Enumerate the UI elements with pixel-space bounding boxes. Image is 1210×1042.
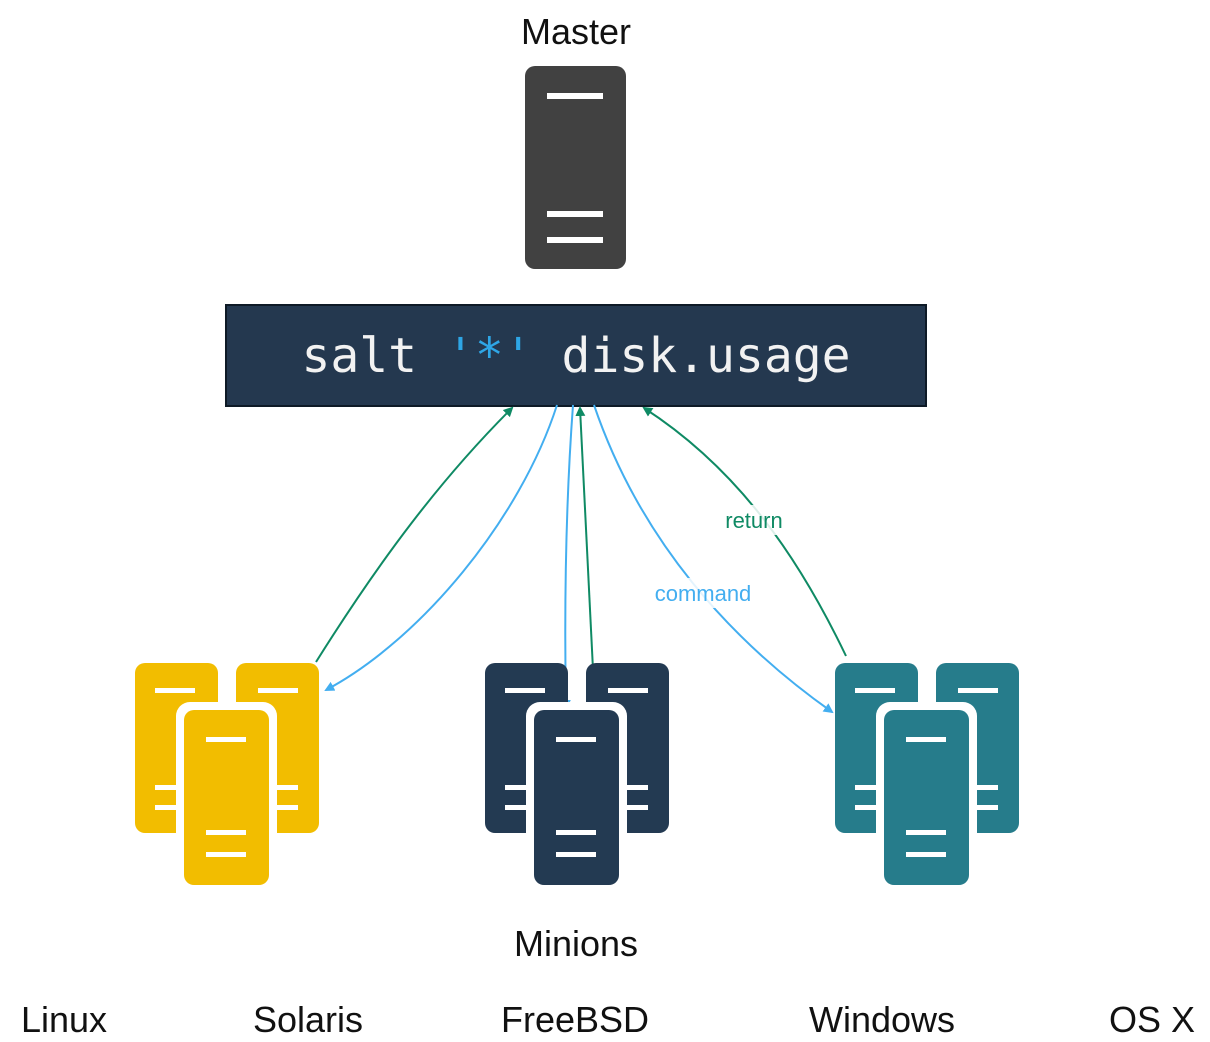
server-front bbox=[876, 702, 977, 888]
platform-freebsd: FreeBSD bbox=[501, 999, 649, 1040]
command-part-salt: salt bbox=[301, 328, 446, 384]
command-arrows bbox=[324, 404, 834, 714]
return-arrow-left bbox=[315, 406, 514, 663]
command-text: salt '*' disk.usage bbox=[301, 328, 850, 384]
platform-osx: OS X bbox=[1109, 999, 1195, 1040]
platform-windows: Windows bbox=[809, 999, 955, 1040]
command-box: salt '*' disk.usage bbox=[225, 304, 927, 407]
platform-labels: Linux Solaris FreeBSD Windows OS X bbox=[21, 999, 1195, 1040]
master-server-icon bbox=[525, 66, 626, 269]
command-arrow-left bbox=[324, 404, 558, 691]
platform-linux: Linux bbox=[21, 999, 107, 1040]
minion-group-bsd-icon bbox=[485, 663, 669, 888]
command-part-target: '*' bbox=[446, 328, 533, 384]
command-part-function: disk.usage bbox=[533, 328, 851, 384]
server-front bbox=[176, 702, 277, 888]
return-label: return bbox=[725, 508, 782, 533]
platform-solaris: Solaris bbox=[253, 999, 363, 1040]
command-arrow-middle bbox=[560, 404, 574, 710]
server-front bbox=[526, 702, 627, 888]
minion-group-linux-icon bbox=[135, 663, 319, 888]
return-arrows bbox=[315, 406, 847, 711]
command-label: command bbox=[655, 581, 752, 606]
master-label: Master bbox=[521, 11, 631, 52]
minion-group-windows-icon bbox=[835, 663, 1019, 888]
minions-label: Minions bbox=[514, 923, 638, 964]
